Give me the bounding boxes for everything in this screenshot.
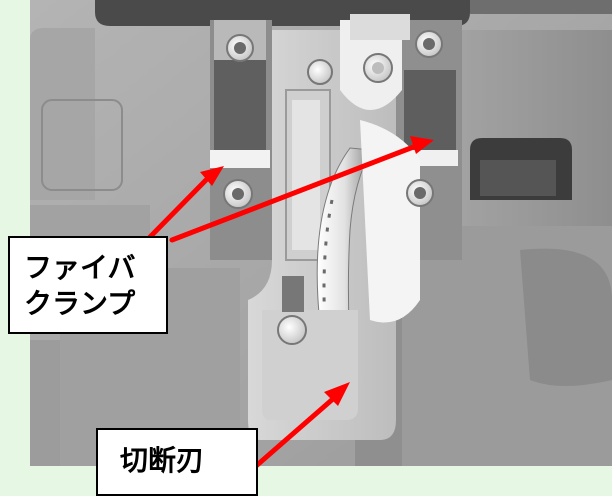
screw-icon bbox=[223, 30, 443, 345]
callout-arrows bbox=[147, 136, 434, 469]
machine-body bbox=[30, 0, 612, 466]
fiber-clamp-label-line2: クランプ bbox=[24, 287, 136, 320]
arrow-to-blade bbox=[253, 382, 350, 469]
arrow-to-right-clamp bbox=[169, 136, 434, 243]
cleaver-blade-label: 切断刃 bbox=[96, 428, 258, 496]
arrow-to-left-clamp bbox=[147, 166, 224, 240]
fiber-clamp-label-line1: ファイバ bbox=[24, 251, 136, 284]
fiber-clamp-label: ファイバ クランプ bbox=[8, 236, 168, 334]
